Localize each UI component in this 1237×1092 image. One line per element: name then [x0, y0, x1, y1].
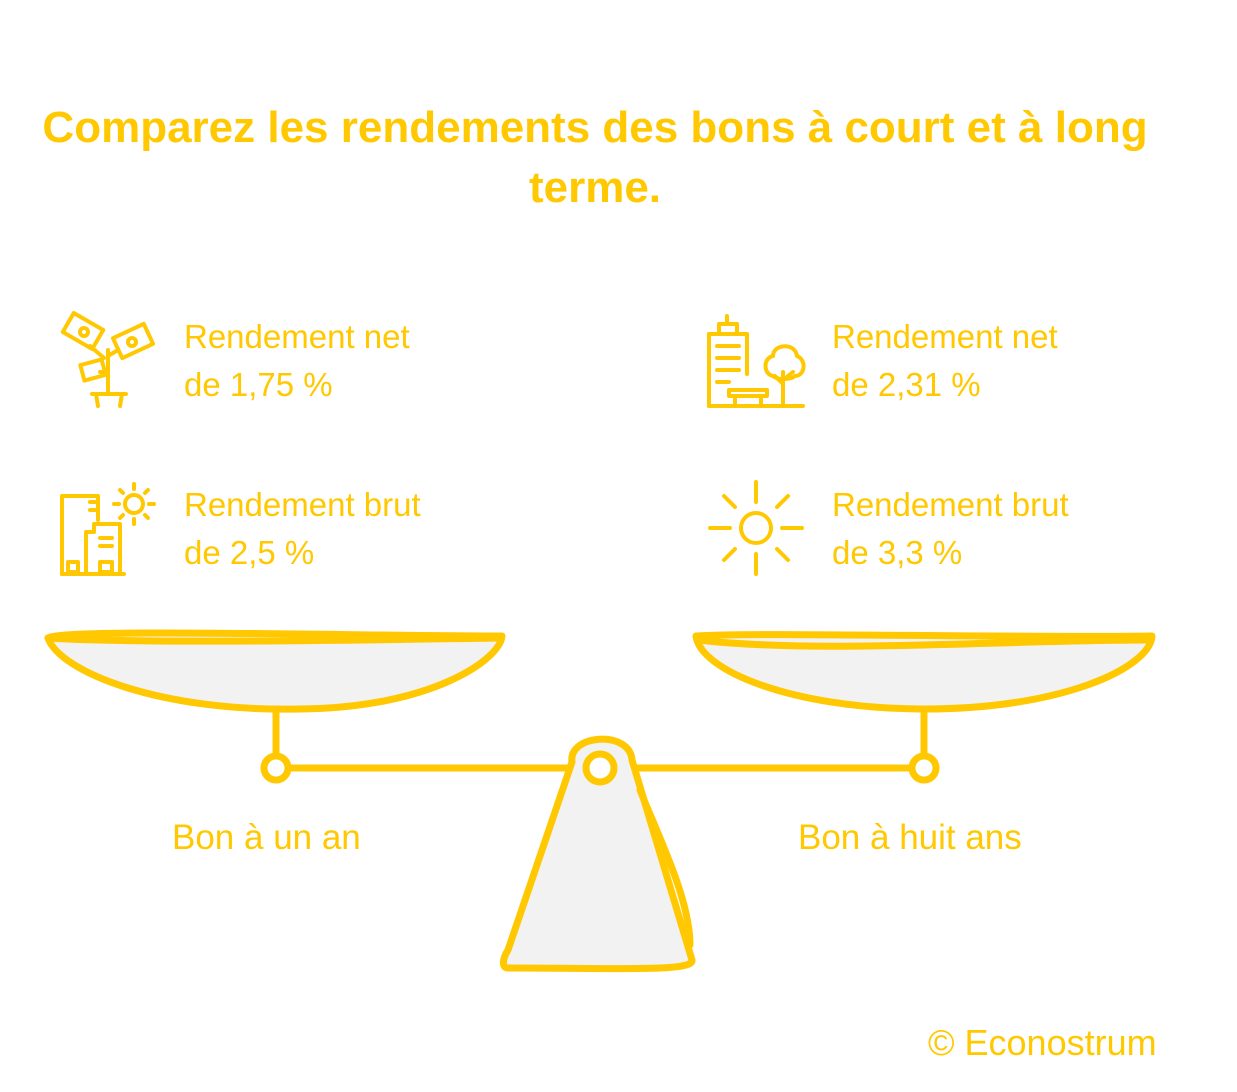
sun-icon	[706, 478, 806, 578]
copyright: © Econostrum	[928, 1022, 1157, 1063]
right-net-line1: Rendement net	[832, 318, 1058, 355]
left-pan	[44, 629, 506, 713]
left-brut-line1: Rendement brut	[184, 486, 421, 523]
buildings-sun-icon	[56, 480, 160, 580]
right-net-line2: de 2,31 %	[832, 366, 981, 403]
right-brut-text: Rendement brut de 3,3 %	[832, 481, 1069, 577]
left-net-line2: de 1,75 %	[184, 366, 333, 403]
scale-base	[499, 735, 696, 973]
right-brut-line1: Rendement brut	[832, 486, 1069, 523]
money-plant-icon	[60, 310, 160, 410]
center-pivot	[582, 750, 618, 786]
left-net-text: Rendement net de 1,75 %	[184, 313, 410, 409]
left-scale-label: Bon à un an	[172, 818, 361, 857]
left-pivot	[260, 752, 292, 784]
city-park-icon	[705, 312, 807, 412]
right-pan	[692, 631, 1156, 713]
right-scale-label: Bon à huit ans	[798, 818, 1022, 857]
right-pivot	[908, 752, 940, 784]
left-net-line1: Rendement net	[184, 318, 410, 355]
page-title: Comparez les rendements des bons à court…	[42, 103, 1148, 212]
left-brut-line2: de 2,5 %	[184, 534, 315, 571]
right-net-text: Rendement net de 2,31 %	[832, 313, 1058, 409]
left-brut-text: Rendement brut de 2,5 %	[184, 481, 421, 577]
balance-scale	[44, 629, 1156, 973]
right-brut-line2: de 3,3 %	[832, 534, 963, 571]
